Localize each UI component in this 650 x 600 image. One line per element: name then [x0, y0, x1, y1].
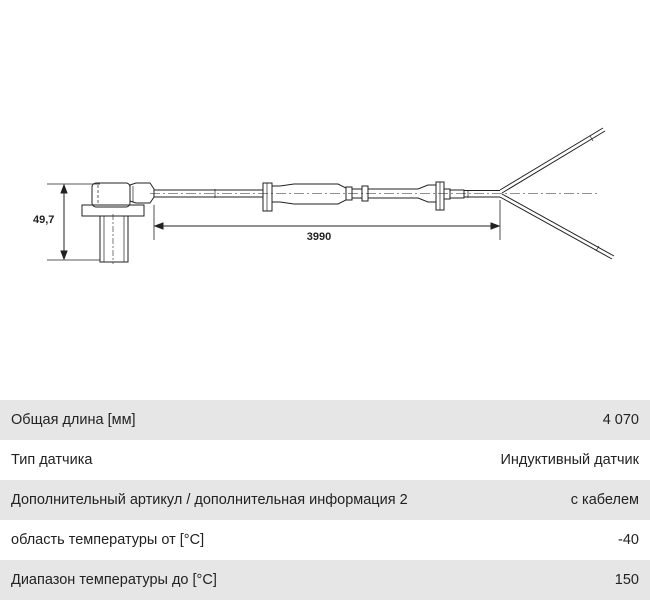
spec-value: 4 070: [602, 412, 639, 428]
split-wires: [499, 127, 615, 260]
spec-row-additional-info: Дополнительный артикул / дополнительная …: [0, 480, 650, 520]
spec-row-temperature-from: область температуры от [°C] -40: [0, 520, 650, 560]
sensor-drawing-svg: 49,7 3990: [33, 127, 615, 264]
cable: [150, 189, 600, 198]
spec-label: Тип датчика: [11, 452, 93, 468]
spec-row-sensor-type: Тип датчика Индуктивный датчик: [0, 440, 650, 480]
spec-value: Индуктивный датчик: [500, 452, 640, 468]
height-dimension: [47, 183, 100, 261]
spec-value: -40: [618, 532, 639, 548]
cable-end: [443, 188, 500, 200]
height-dimension-label: 49,7: [33, 214, 54, 226]
spec-row-total-length: Общая длина [мм] 4 070: [0, 400, 650, 440]
spec-label: Диапазон температуры до [°C]: [11, 572, 217, 588]
sensor-head: [81, 182, 155, 264]
length-dimension-label: 3990: [307, 231, 331, 243]
cable-grommet: [262, 181, 445, 212]
length-dimension: [153, 200, 501, 240]
spec-label: Общая длина [мм]: [11, 412, 136, 428]
spec-value: с кабелем: [570, 492, 639, 508]
spec-label: Дополнительный артикул / дополнительная …: [11, 492, 408, 508]
spec-value: 150: [614, 572, 639, 588]
spec-row-temperature-to: Диапазон температуры до [°C] 150: [0, 560, 650, 600]
sensor-technical-drawing: 49,7 3990: [33, 127, 615, 264]
spec-table: Общая длина [мм] 4 070 Тип датчика Индук…: [0, 400, 650, 600]
spec-label: область температуры от [°C]: [11, 532, 205, 548]
